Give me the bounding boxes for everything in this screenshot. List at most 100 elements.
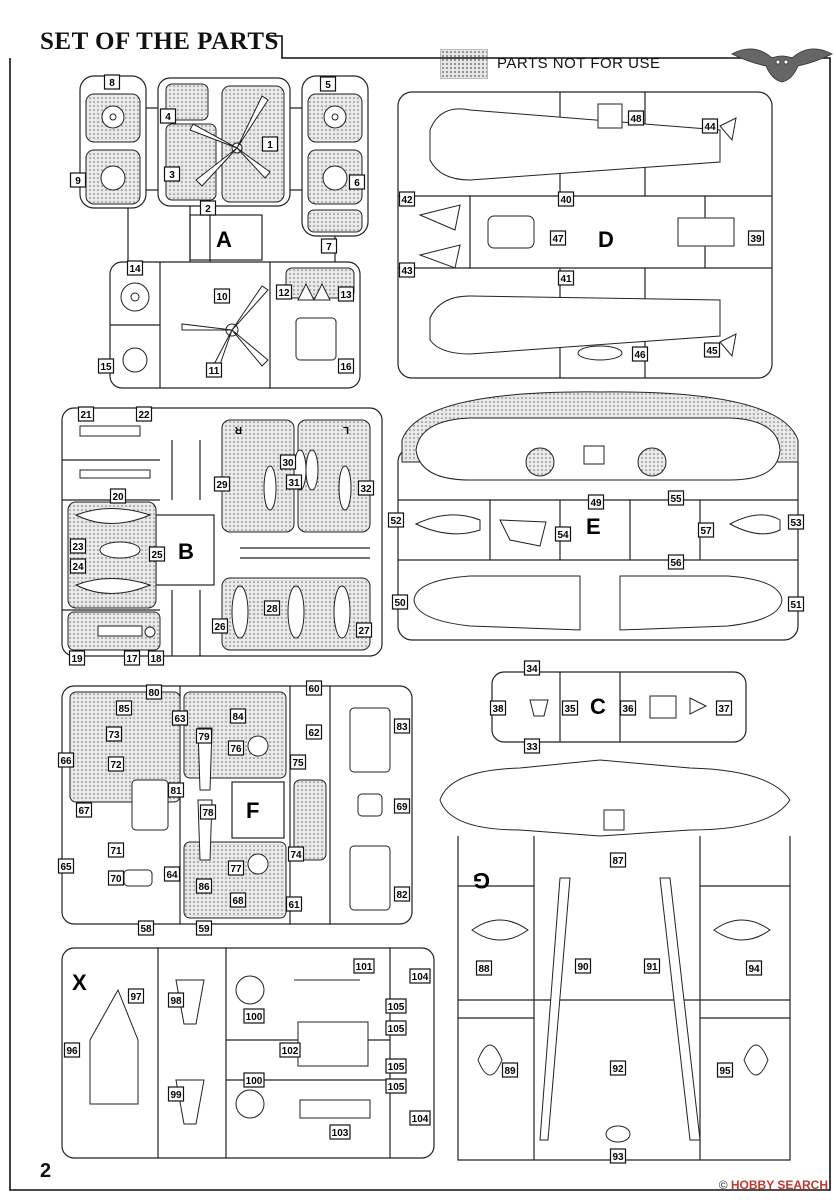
part-label-65: 65 xyxy=(57,858,75,874)
part-label-99: 99 xyxy=(167,1086,185,1102)
svg-text:68: 68 xyxy=(232,896,244,907)
part-label-59: 59 xyxy=(195,920,213,936)
svg-text:57: 57 xyxy=(700,526,712,537)
svg-text:41: 41 xyxy=(560,274,572,285)
part-label-43: 43 xyxy=(398,262,416,278)
svg-text:75: 75 xyxy=(292,758,304,769)
sprue-x-letter: X xyxy=(72,970,87,995)
svg-text:36: 36 xyxy=(622,704,634,715)
legend-label: PARTS NOT FOR USE xyxy=(497,55,661,72)
svg-text:22: 22 xyxy=(138,410,150,421)
svg-text:100: 100 xyxy=(246,1012,263,1023)
part-label-45: 45 xyxy=(703,342,721,358)
svg-text:55: 55 xyxy=(670,494,682,505)
part-label-16: 16 xyxy=(337,358,355,374)
svg-text:69: 69 xyxy=(396,802,408,813)
svg-text:11: 11 xyxy=(209,366,220,377)
part-label-56: 56 xyxy=(667,554,685,570)
part-label-52: 52 xyxy=(387,512,405,528)
sprue-b-shading xyxy=(67,419,371,651)
part-label-4: 4 xyxy=(159,108,177,124)
svg-text:104: 104 xyxy=(412,972,429,983)
svg-text:16: 16 xyxy=(340,362,352,373)
sprue-d-letter: D xyxy=(598,227,614,252)
svg-text:40: 40 xyxy=(560,195,572,206)
part-label-30: 30 xyxy=(279,454,297,470)
part-label-35: 35 xyxy=(561,700,579,716)
svg-text:72: 72 xyxy=(110,760,122,771)
svg-text:30: 30 xyxy=(282,458,294,469)
svg-text:67: 67 xyxy=(78,806,90,817)
svg-text:65: 65 xyxy=(60,862,72,873)
part-label-28: 28 xyxy=(263,600,281,616)
svg-text:42: 42 xyxy=(401,195,413,206)
part-label-53: 53 xyxy=(787,514,805,530)
svg-text:73: 73 xyxy=(108,730,120,741)
part-label-60: 60 xyxy=(305,680,323,696)
part-label-81: 81 xyxy=(167,782,185,798)
svg-text:19: 19 xyxy=(71,654,83,665)
svg-text:98: 98 xyxy=(170,996,182,1007)
svg-text:34: 34 xyxy=(526,664,538,675)
part-label-96: 96 xyxy=(63,1042,81,1058)
part-label-105: 105 xyxy=(385,1020,407,1036)
svg-text:20: 20 xyxy=(112,492,124,503)
sprue-a-parts xyxy=(100,95,348,377)
part-label-67: 67 xyxy=(75,802,93,818)
svg-text:37: 37 xyxy=(718,704,730,715)
svg-text:51: 51 xyxy=(790,600,802,611)
svg-text:52: 52 xyxy=(390,516,402,527)
page-frame xyxy=(9,35,831,1191)
part-label-82: 82 xyxy=(393,886,411,902)
sprue-e-parts xyxy=(413,417,783,631)
svg-text:9: 9 xyxy=(75,176,81,187)
watermark: © HOBBY SEARCH xyxy=(718,1178,828,1192)
part-label-83: 83 xyxy=(393,718,411,734)
svg-text:18: 18 xyxy=(150,654,162,665)
svg-text:1: 1 xyxy=(267,140,273,151)
part-label-79: 79 xyxy=(195,728,213,744)
svg-text:92: 92 xyxy=(612,1064,624,1075)
part-label-21: 21 xyxy=(77,406,95,422)
part-label-100: 100 xyxy=(243,1072,265,1088)
part-label-88: 88 xyxy=(475,960,493,976)
svg-text:23: 23 xyxy=(72,542,84,553)
part-label-105: 105 xyxy=(385,1078,407,1094)
svg-text:62: 62 xyxy=(308,728,320,739)
part-label-29: 29 xyxy=(213,476,231,492)
svg-text:50: 50 xyxy=(394,598,406,609)
part-label-102: 102 xyxy=(279,1042,301,1058)
svg-text:10: 10 xyxy=(216,292,228,303)
svg-text:24: 24 xyxy=(72,562,84,573)
part-label-49: 49 xyxy=(587,494,605,510)
svg-text:61: 61 xyxy=(288,900,300,911)
svg-text:103: 103 xyxy=(332,1128,349,1139)
part-label-36: 36 xyxy=(619,700,637,716)
sprue-d xyxy=(397,91,773,379)
part-label-78: 78 xyxy=(199,804,217,820)
part-label-39: 39 xyxy=(747,230,765,246)
part-label-14: 14 xyxy=(126,260,144,276)
part-label-15: 15 xyxy=(97,358,115,374)
part-label-91: 91 xyxy=(643,958,661,974)
part-label-47: 47 xyxy=(549,230,567,246)
part-label-34: 34 xyxy=(523,660,541,676)
part-label-24: 24 xyxy=(69,558,87,574)
part-label-1: 1 xyxy=(261,136,279,152)
svg-text:88: 88 xyxy=(478,964,490,975)
part-label-33: 33 xyxy=(523,738,541,754)
part-label-76: 76 xyxy=(227,740,245,756)
part-label-68: 68 xyxy=(229,892,247,908)
part-label-38: 38 xyxy=(489,700,507,716)
sprue-c-parts xyxy=(529,695,708,719)
sprue-g-parts xyxy=(439,759,791,1143)
svg-text:63: 63 xyxy=(174,714,186,725)
svg-text:33: 33 xyxy=(526,742,538,753)
svg-text:93: 93 xyxy=(612,1152,624,1163)
svg-text:105: 105 xyxy=(388,1082,405,1093)
part-label-101: 101 xyxy=(353,958,375,974)
part-label-104: 104 xyxy=(409,1110,431,1126)
part-label-40: 40 xyxy=(557,191,575,207)
part-label-62: 62 xyxy=(305,724,323,740)
part-label-5: 5 xyxy=(319,76,337,92)
